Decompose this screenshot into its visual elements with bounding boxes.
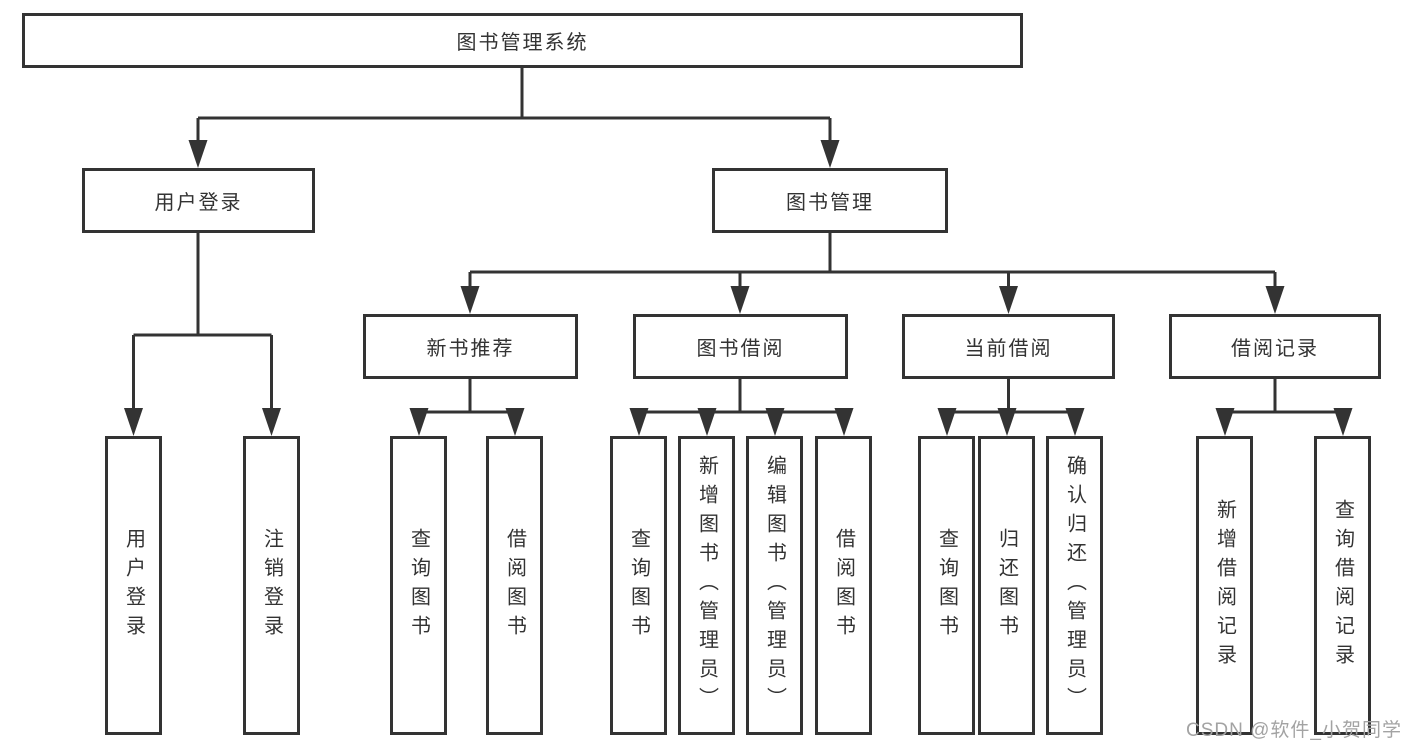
leaf-edit-books-admin-label: 编辑图书（管理员）	[763, 455, 786, 716]
node-book-management: 图书管理	[712, 168, 948, 233]
leaf-query-books-recommend: 查询图书	[390, 436, 447, 735]
node-current-borrowing-label: 当前借阅	[964, 338, 1053, 360]
leaf-user-login: 用户登录	[105, 436, 162, 735]
leaf-borrow-books: 借阅图书	[815, 436, 872, 735]
csdn-watermark: CSDN @软件_小贺同学	[1186, 720, 1402, 741]
leaf-query-books-current-label: 查询图书	[935, 527, 958, 644]
leaf-query-books-current: 查询图书	[918, 436, 975, 735]
leaf-return-books-label: 归还图书	[995, 527, 1018, 644]
leaf-user-login-label: 用户登录	[122, 527, 145, 644]
node-user-login: 用户登录	[82, 168, 315, 233]
leaf-query-books-borrowing: 查询图书	[610, 436, 667, 735]
node-user-login-label: 用户登录	[154, 192, 243, 214]
node-root-system: 图书管理系统	[22, 13, 1023, 68]
node-new-book-recommendation-label: 新书推荐	[426, 338, 515, 360]
leaf-logout: 注销登录	[243, 436, 300, 735]
node-new-book-recommendation: 新书推荐	[363, 314, 578, 379]
node-book-borrowing-label: 图书借阅	[696, 338, 785, 360]
node-book-borrowing: 图书借阅	[633, 314, 848, 379]
node-book-management-label: 图书管理	[786, 192, 874, 214]
leaf-add-books-admin: 新增图书（管理员）	[678, 436, 735, 735]
leaf-add-books-admin-label: 新增图书（管理员）	[695, 455, 718, 716]
leaf-query-books-recommend-label: 查询图书	[407, 527, 430, 644]
leaf-borrow-books-label: 借阅图书	[832, 527, 855, 644]
leaf-borrow-books-recommend-label: 借阅图书	[503, 527, 526, 644]
arrowheads	[124, 140, 1353, 436]
node-current-borrowing: 当前借阅	[902, 314, 1115, 379]
leaf-return-books: 归还图书	[978, 436, 1035, 735]
leaf-query-borrow-record-label: 查询借阅记录	[1331, 498, 1354, 673]
node-root-label: 图书管理系统	[456, 32, 589, 54]
leaf-add-borrow-record: 新增借阅记录	[1196, 436, 1253, 735]
leaf-query-books-borrowing-label: 查询图书	[627, 527, 650, 644]
node-borrowing-records: 借阅记录	[1169, 314, 1381, 379]
leaf-borrow-books-recommend: 借阅图书	[486, 436, 543, 735]
leaf-logout-label: 注销登录	[260, 527, 283, 644]
leaf-edit-books-admin: 编辑图书（管理员）	[746, 436, 803, 735]
node-borrowing-records-label: 借阅记录	[1231, 338, 1319, 360]
leaf-confirm-return-admin: 确认归还（管理员）	[1046, 436, 1103, 735]
leaf-confirm-return-admin-label: 确认归还（管理员）	[1063, 455, 1086, 716]
leaf-add-borrow-record-label: 新增借阅记录	[1213, 498, 1236, 673]
leaf-query-borrow-record: 查询借阅记录	[1314, 436, 1371, 735]
